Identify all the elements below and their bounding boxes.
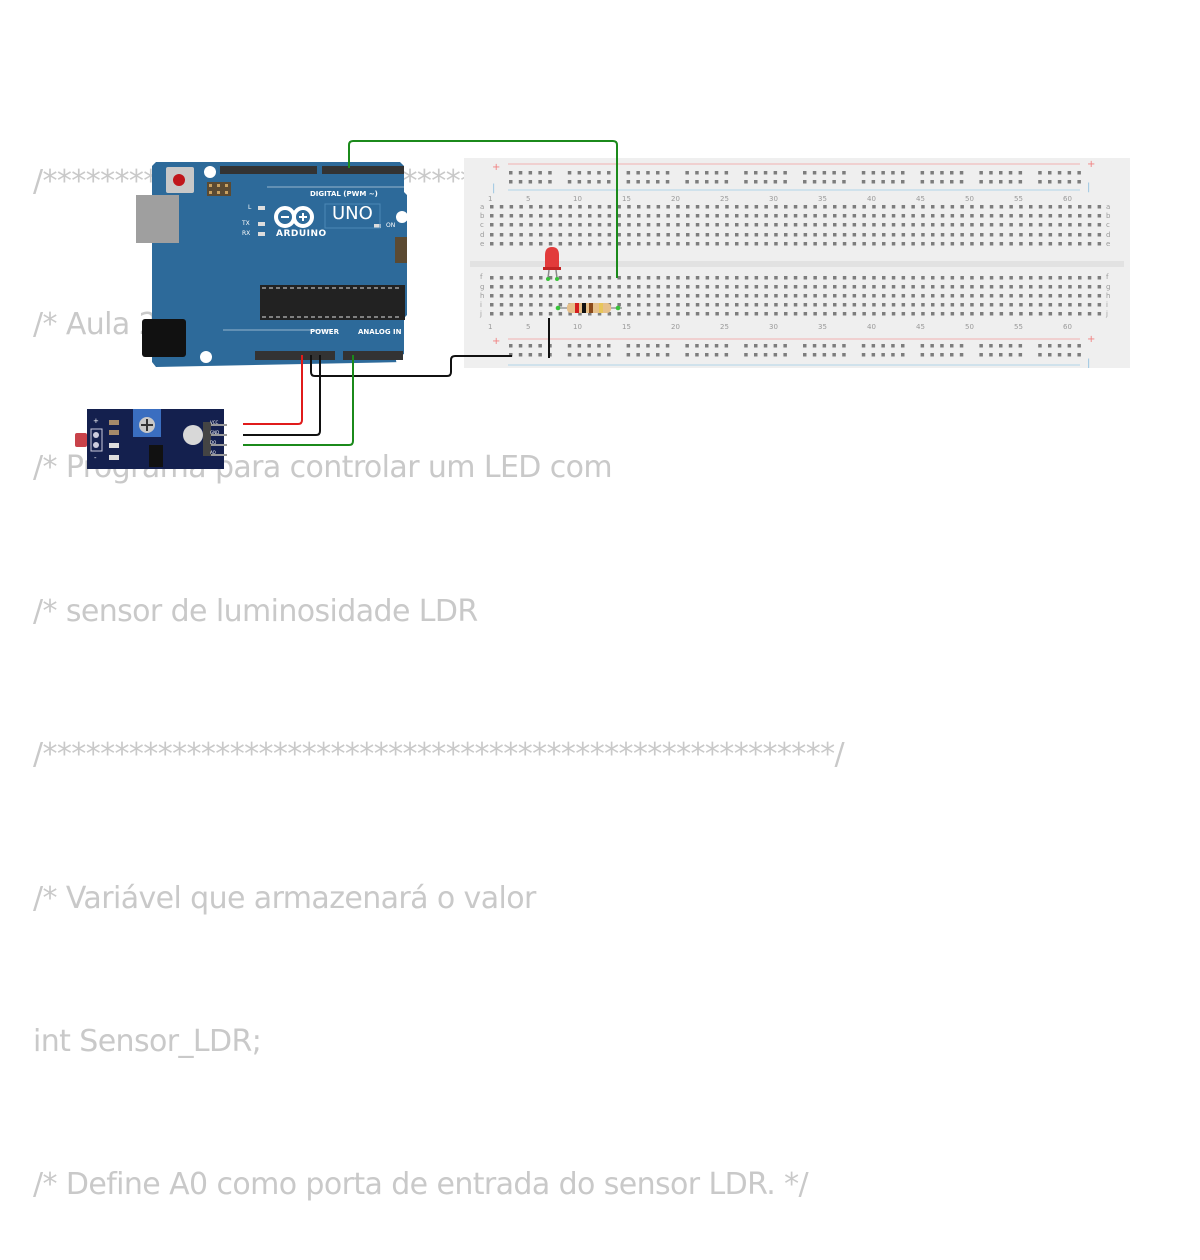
svg-text:+: + (1087, 334, 1095, 345)
column-number: 40 (867, 323, 876, 331)
pin-label-ao: AO (210, 450, 216, 455)
minus-label: - (94, 454, 97, 462)
svg-text:+: + (492, 336, 500, 347)
row-label: i (480, 301, 482, 309)
column-number: 50 (965, 323, 974, 331)
usb-port (136, 195, 179, 243)
row-label: f (1106, 273, 1109, 281)
code-line: int Sensor_LDR; (33, 1023, 262, 1059)
l-led-label: L (248, 204, 252, 211)
rx-led-label: RX (242, 230, 251, 237)
row-label: a (480, 203, 485, 211)
column-number: 60 (1063, 195, 1072, 203)
tx-led-label: TX (242, 220, 250, 227)
on-led-label: ON (386, 222, 396, 229)
row-label: d (1106, 231, 1111, 239)
resistor[interactable] (555, 301, 625, 315)
svg-text:+: + (1087, 159, 1095, 170)
column-number: 15 (622, 195, 631, 203)
row-label: d (480, 231, 485, 239)
column-number: 55 (1014, 323, 1023, 331)
column-number: 35 (818, 195, 827, 203)
row-label: c (1106, 221, 1110, 229)
svg-text:+: + (492, 162, 500, 173)
svg-text:|: | (1087, 182, 1090, 193)
column-number: 25 (720, 195, 729, 203)
column-number: 25 (720, 323, 729, 331)
code-line: /* Define A0 como porta de entrada do se… (33, 1167, 809, 1203)
column-number: 35 (818, 323, 827, 331)
row-label: e (1106, 240, 1111, 248)
row-label: g (480, 283, 485, 291)
column-number: 5 (526, 323, 531, 331)
row-label: f (480, 273, 483, 281)
column-number: 20 (671, 323, 680, 331)
pin-label-do: DO (210, 440, 217, 445)
svg-text:|: | (1087, 358, 1090, 368)
power-label: POWER (310, 328, 339, 336)
row-label: i (1106, 301, 1108, 309)
power-jack (142, 319, 186, 357)
column-number: 50 (965, 195, 974, 203)
row-label: c (480, 221, 484, 229)
circuit-canvas[interactable]: + | + | + + | 1 5 10 15 20 25 30 35 40 4… (0, 0, 1200, 630)
row-label: j (480, 310, 482, 318)
arduino-brand: ARDUINO (276, 229, 327, 239)
row-label: a (1106, 203, 1111, 211)
plus-label: + (93, 417, 99, 425)
row-label: g (1106, 283, 1111, 291)
column-number: 40 (867, 195, 876, 203)
column-number: 1 (488, 195, 493, 203)
row-label: j (1106, 310, 1108, 318)
code-line: /* sensor de luminosidade LDR (33, 593, 478, 629)
column-number: 5 (526, 195, 531, 203)
arduino-model: UNO (332, 203, 373, 224)
row-label: b (1106, 212, 1111, 220)
red-led[interactable] (541, 245, 565, 281)
column-number: 10 (573, 323, 582, 331)
column-number: 10 (573, 195, 582, 203)
column-number: 55 (1014, 195, 1023, 203)
digital-label: DIGITAL (PWM ~) (310, 190, 378, 198)
column-number: 45 (916, 323, 925, 331)
column-number: 15 (622, 323, 631, 331)
code-line: /* Variável que armazenará o valor (33, 880, 536, 916)
column-number: 20 (671, 195, 680, 203)
ldr-sensor-module[interactable]: VCC GND DO AO + - (75, 409, 227, 469)
arduino-uno-board[interactable]: ARDUINO UNO DIGITAL (PWM ~) POWER ANALOG… (136, 162, 407, 367)
svg-text:|: | (492, 183, 495, 194)
ldr-module-graphic (75, 409, 227, 469)
column-number: 30 (769, 195, 778, 203)
analog-label: ANALOG IN (358, 328, 402, 336)
pin-label-gnd: GND (210, 430, 220, 435)
column-number: 60 (1063, 323, 1072, 331)
code-line: /***************************************… (33, 737, 845, 773)
row-label: b (480, 212, 485, 220)
row-label: e (480, 240, 485, 248)
pin-label-vcc: VCC (210, 420, 219, 425)
column-number: 1 (488, 323, 493, 331)
row-label: h (480, 292, 485, 300)
column-number: 30 (769, 323, 778, 331)
column-number: 45 (916, 195, 925, 203)
row-label: h (1106, 292, 1111, 300)
